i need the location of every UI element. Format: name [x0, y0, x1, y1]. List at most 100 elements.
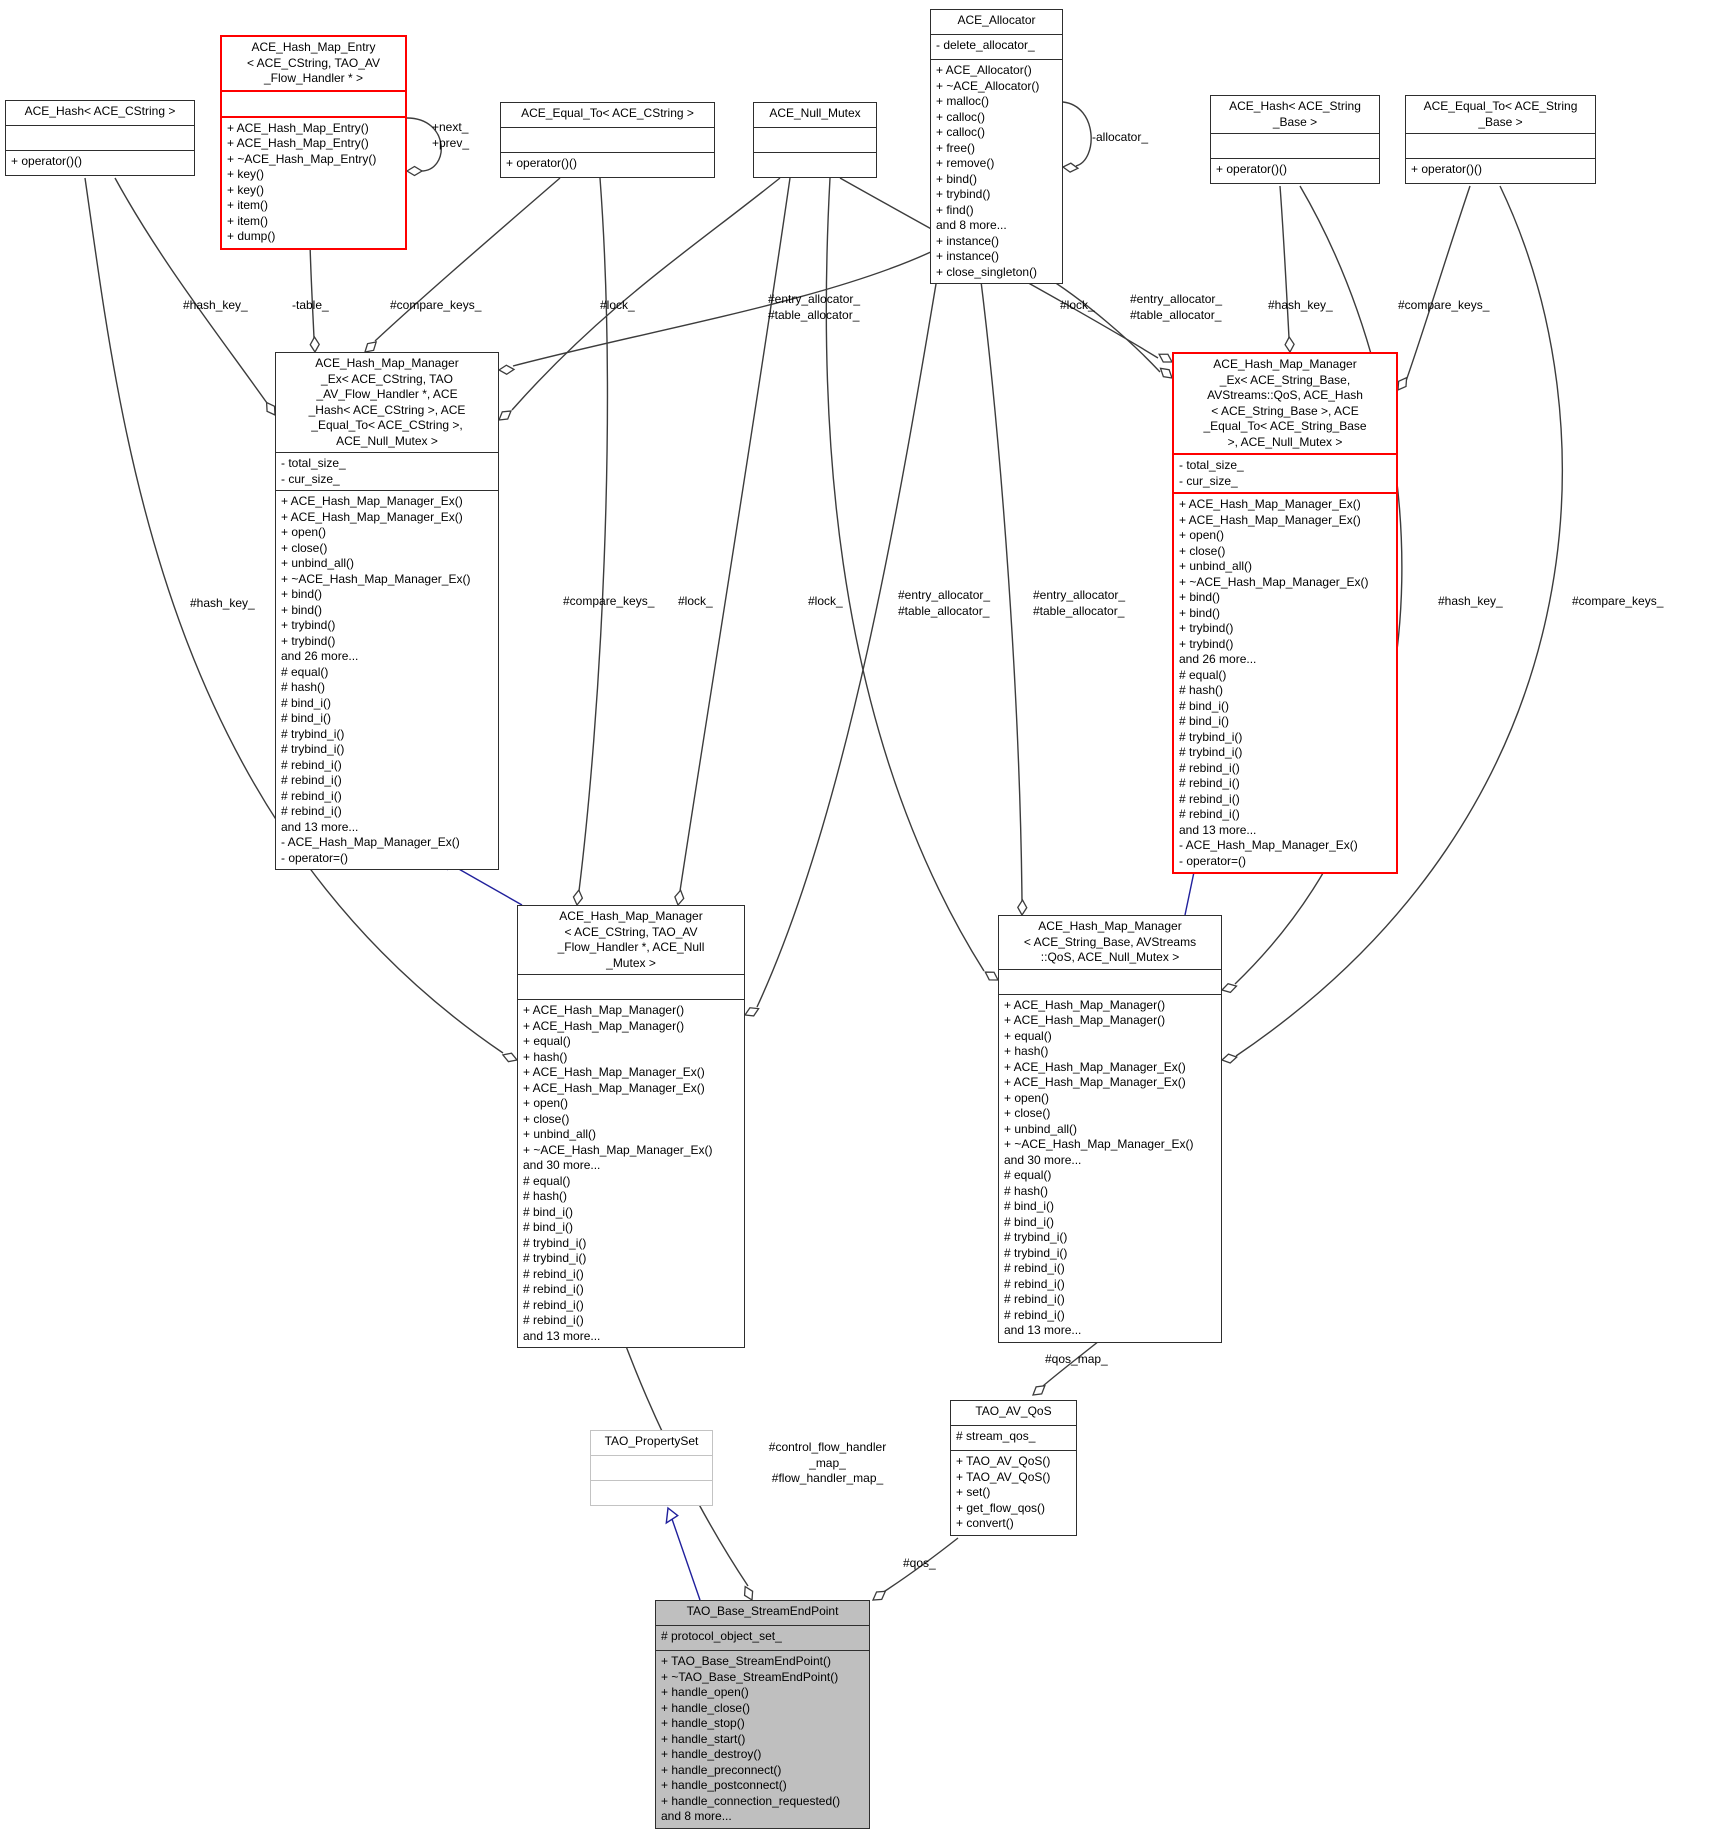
aggregation-edge-hash-key-ex-right [1279, 185, 1290, 339]
class-box-tao-av-qos[interactable]: TAO_AV_QoS# stream_qos_+ TAO_AV_QoS()+ T… [950, 1400, 1077, 1536]
method-label: + ACE_Hash_Map_Manager_Ex() [1004, 1075, 1186, 1089]
aggregation-edge-compare-keys-ex-right [1405, 185, 1471, 382]
method-label: and 26 more... [1179, 652, 1257, 666]
method-label: + set() [956, 1485, 991, 1499]
class-box-ace-hash-map-manager-ex-cstring[interactable]: ACE_Hash_Map_Manager_Ex< ACE_CString, TA… [275, 352, 499, 870]
method-label: + close() [523, 1111, 570, 1126]
edge-label-compare-keys: #compare_keys_ [1572, 594, 1664, 608]
method-label: and 13 more... [1004, 1323, 1082, 1337]
method-label: + TAO_AV_QoS() [956, 1469, 1051, 1484]
method-label: and 13 more... [1179, 822, 1257, 837]
method-label: # trybind_i() [1179, 729, 1243, 744]
method-label: + ACE_Hash_Map_Manager_Ex() [281, 509, 463, 524]
aggregation-diamond-icon [743, 1585, 754, 1602]
class-box-ace-hash-map-entry[interactable]: ACE_Hash_Map_Entry< ACE_CString, TAO_AV_… [220, 35, 407, 250]
method-label: + handle_open() [661, 1685, 749, 1699]
method-label: # rebind_i() [281, 773, 342, 787]
class-name-line: ACE_Null_Mutex [769, 106, 861, 120]
method-label: # bind_i() [1004, 1214, 1055, 1229]
inheritance-edge-mgr-left-to-ex-left [449, 863, 523, 906]
edge-label-hash-key: #hash_key_ [190, 596, 255, 610]
method-label: + operator()() [1411, 162, 1483, 176]
class-box-ace-allocator[interactable]: ACE_Allocator- delete_allocator_+ ACE_Al… [930, 9, 1063, 284]
class-box-ace-hash-map-manager-string-base[interactable]: ACE_Hash_Map_Manager< ACE_String_Base, A… [998, 915, 1222, 1343]
method-label: + operator()() [11, 154, 83, 168]
method-label: + bind() [281, 587, 323, 601]
class-box-ace-equal-to-string-base[interactable]: ACE_Equal_To< ACE_String_Base >+ operato… [1405, 95, 1596, 184]
aggregation-diamond-icon [405, 165, 424, 177]
class-box-tao-base-streamendpoint[interactable]: TAO_Base_StreamEndPoint# protocol_object… [655, 1600, 870, 1829]
method-label: + unbind_all() [523, 1127, 597, 1141]
method-label: and 13 more... [281, 819, 359, 834]
class-name-line: ::QoS, ACE_Null_Mutex > [1040, 950, 1180, 964]
attributes-compartment [1211, 133, 1379, 158]
methods-compartment: + TAO_AV_QoS()+ TAO_AV_QoS()+ set()+ get… [951, 1450, 1076, 1535]
attribute-label: # protocol_object_set_ [661, 1629, 782, 1643]
method-label: + ~ACE_Hash_Map_Entry() [227, 151, 377, 166]
method-label: + get_flow_qos() [956, 1500, 1046, 1515]
name_lines-compartment: ACE_Hash_Map_Manager< ACE_CString, TAO_A… [518, 906, 744, 974]
edge-label-next-prev: +next_ +prev_ [432, 120, 470, 150]
class-name-line: ACE_Hash< ACE_String [1229, 99, 1361, 113]
method-label: # rebind_i() [1004, 1276, 1065, 1291]
aggregation-edge-qos [881, 1537, 959, 1594]
class-box-ace-hash-cstring[interactable]: ACE_Hash< ACE_CString >+ operator()() [5, 100, 195, 176]
method-label: + ~ACE_Hash_Map_Manager_Ex() [1179, 574, 1369, 589]
method-label: + unbind_all() [281, 556, 355, 570]
method-label: + ACE_Hash_Map_Manager_Ex() [523, 1065, 705, 1079]
class-name-line: ACE_Null_Mutex > [336, 433, 438, 448]
class-name-line: _AV_Flow_Handler *, ACE [316, 387, 458, 401]
method-label: # rebind_i() [281, 788, 342, 803]
aggregation-diamond-icon [364, 341, 378, 353]
inheritance-edge-streamendpoint-to-propertyset [671, 1518, 701, 1601]
attributes-compartment: - total_size_- cur_size_ [276, 452, 498, 490]
attribute-label: # stream_qos_ [956, 1429, 1036, 1443]
methods-compartment [591, 1480, 712, 1505]
class-box-tao-propertyset[interactable]: TAO_PropertySet [590, 1430, 713, 1506]
method-label: + ~TAO_Base_StreamEndPoint() [661, 1669, 839, 1684]
method-label: + find() [936, 202, 974, 217]
edge-label-qos-map: #qos_map_ [1045, 1352, 1108, 1366]
method-label: + unbind_all() [1179, 559, 1253, 573]
attributes-compartment: - total_size_- cur_size_ [1174, 453, 1396, 492]
class-name-line: ACE_Hash_Map_Manager [315, 356, 459, 370]
method-label: # rebind_i() [281, 804, 342, 818]
method-label: # trybind_i() [523, 1251, 587, 1265]
method-label: + open() [1179, 528, 1225, 542]
class-box-ace-equal-to-cstring[interactable]: ACE_Equal_To< ACE_CString >+ operator()(… [500, 102, 715, 178]
edge-label-entry-table-allocator: #entry_allocator_ #table_allocator_ [1130, 292, 1223, 322]
aggregation-diamond-icon [501, 1052, 519, 1063]
edge-label-hash-key: #hash_key_ [183, 298, 248, 312]
aggregation-edge-lock-mgr-right [825, 177, 985, 972]
method-label: # hash() [523, 1189, 568, 1203]
aggregation-diamond-icon [871, 1590, 887, 1601]
class-box-ace-hash-map-manager-ex-string-base[interactable]: ACE_Hash_Map_Manager_Ex< ACE_String_Base… [1172, 352, 1398, 874]
method-label: + bind() [1179, 605, 1221, 620]
class-name-line: ACE_Equal_To< ACE_CString > [521, 106, 694, 120]
class-box-ace-hash-map-manager-cstring[interactable]: ACE_Hash_Map_Manager< ACE_CString, TAO_A… [517, 905, 745, 1348]
method-label: + ACE_Hash_Map_Manager() [1004, 1013, 1166, 1027]
methods-compartment: + TAO_Base_StreamEndPoint()+ ~TAO_Base_S… [656, 1650, 869, 1828]
name_lines-compartment: ACE_Hash_Map_Manager< ACE_String_Base, A… [999, 916, 1221, 969]
method-label: and 8 more... [661, 1809, 732, 1823]
method-label: + TAO_Base_StreamEndPoint() [661, 1654, 831, 1668]
edge-label-entry-table-allocator: #entry_allocator_ #table_allocator_ [898, 588, 991, 618]
method-label: + handle_connection_requested() [661, 1793, 841, 1808]
attributes-compartment [6, 125, 194, 150]
method-label: # bind_i() [1179, 714, 1230, 728]
method-label: # rebind_i() [1179, 807, 1240, 821]
attribute-label: - cur_size_ [1179, 473, 1238, 488]
edge-label-lock: #lock_ [600, 298, 635, 312]
method-label: # hash() [281, 680, 326, 694]
edge-label-compare-keys: #compare_keys_ [390, 298, 482, 312]
method-label: + equal() [1004, 1028, 1052, 1043]
aggregation-edge-allocator-mgr-right [979, 272, 1023, 902]
class-name-line: _Hash< ACE_CString >, ACE [308, 402, 466, 417]
method-label: # rebind_i() [523, 1282, 584, 1296]
method-label: # rebind_i() [1179, 791, 1240, 806]
method-label: + handle_preconnect() [661, 1762, 782, 1777]
method-label: - ACE_Hash_Map_Manager_Ex() [281, 835, 460, 849]
class-box-ace-hash-string-base[interactable]: ACE_Hash< ACE_String_Base >+ operator()(… [1210, 95, 1380, 184]
class-box-ace-null-mutex[interactable]: ACE_Null_Mutex [753, 102, 877, 178]
aggregation-edge-hash-key-mgr-right [1234, 185, 1403, 985]
